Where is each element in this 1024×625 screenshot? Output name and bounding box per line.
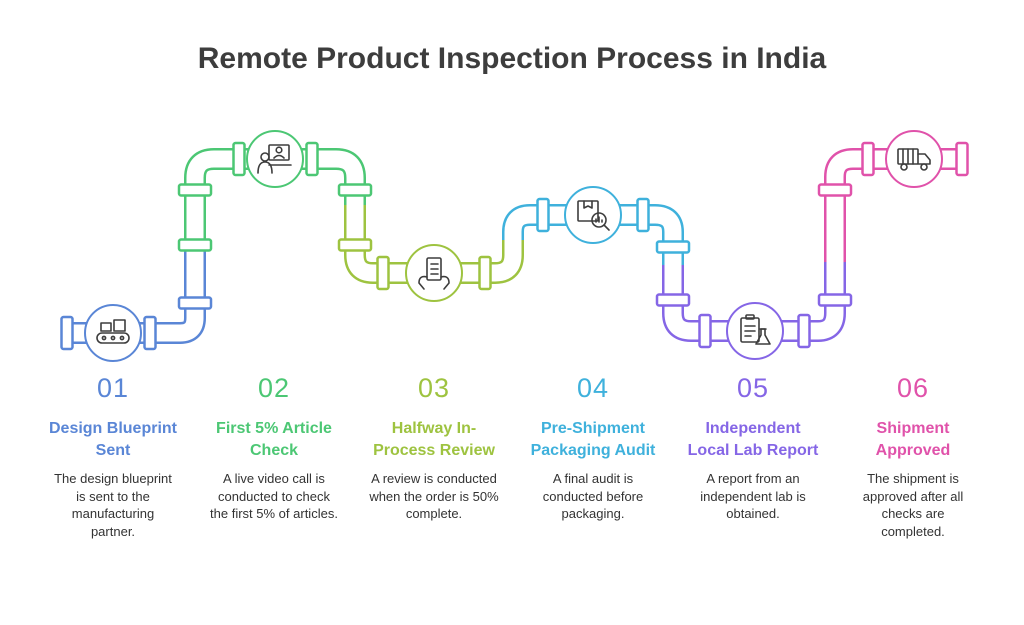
step-4-icon-badge	[564, 186, 622, 244]
step-1: 01 Design Blueprint Sent The design blue…	[38, 370, 188, 540]
step-6-description: The shipment is approved after all check…	[862, 471, 964, 539]
video-call-icon	[257, 144, 292, 174]
pipe-collar-8	[337, 183, 373, 197]
pipe-collar-5	[177, 183, 213, 197]
delivery-truck-icon	[897, 148, 931, 171]
pipe-collar-4	[177, 238, 213, 252]
pipe-collars	[60, 141, 969, 351]
step-1-heading: Design Blueprint Sent	[48, 420, 177, 459]
pipe-collar-3	[177, 296, 213, 310]
step-6-heading: Shipment Approved	[875, 420, 951, 459]
pipeline-diagram	[60, 130, 969, 362]
step-5-description: A report from an independent lab is obta…	[700, 471, 806, 521]
pipe-segment-1-inner	[70, 250, 204, 342]
step-2-description: A live video call is conducted to check …	[210, 471, 338, 521]
step-6-icon-badge	[885, 130, 943, 188]
page-title: Remote Product Inspection Process in Ind…	[197, 42, 827, 75]
step-3-heading: Halfway In-Process Review	[373, 420, 495, 459]
step-3-icon-circle	[405, 244, 463, 302]
pipe-collar-20	[861, 141, 875, 177]
pipe-collar-2	[143, 315, 157, 351]
step-1-number: 01	[96, 373, 130, 403]
step-3-number: 03	[417, 373, 451, 403]
pipe-collar-13	[636, 197, 650, 233]
package-inspection-icon	[577, 200, 610, 231]
pipe-collar-1	[60, 315, 74, 351]
step-6: 06 Shipment Approved The shipment is app…	[838, 370, 988, 540]
pipe-collar-17	[797, 313, 811, 349]
handheld-checklist-icon	[418, 257, 450, 290]
step-2-icon-circle	[246, 130, 304, 188]
pipe-collar-11	[478, 255, 492, 291]
pipe-collar-10	[376, 255, 390, 291]
step-2-number: 02	[257, 373, 291, 403]
pipe-collar-15	[655, 293, 691, 307]
step-5: 05 Independent Local Lab Report A report…	[678, 370, 828, 523]
step-6-number: 06	[896, 373, 930, 403]
step-4-heading: Pre-Shipment Packaging Audit	[530, 420, 656, 459]
pipe-collar-12	[536, 197, 550, 233]
pipe-collar-19	[817, 183, 853, 197]
pipe-collar-9	[337, 238, 373, 252]
step-6-icon-circle	[885, 130, 943, 188]
pipe-collar-6	[232, 141, 246, 177]
pipe-collar-14	[655, 240, 691, 254]
step-1-description: The design blueprint is sent to the manu…	[54, 471, 172, 539]
step-4-icon-circle	[564, 186, 622, 244]
pipe-collar-7	[305, 141, 319, 177]
step-2-icon-badge	[246, 130, 304, 188]
step-1-icon-badge	[84, 304, 142, 362]
step-5-number: 05	[736, 373, 770, 403]
pipe-segment-6-inner	[826, 150, 962, 262]
pipe-collar-16	[698, 313, 712, 349]
step-3: 03 Halfway In-Process Review A review is…	[359, 370, 509, 523]
step-2: 02 First 5% Article Check A live video c…	[199, 370, 349, 523]
pipe-collar-21	[955, 141, 969, 177]
step-4-description: A final audit is conducted before packag…	[542, 471, 644, 521]
step-4-number: 04	[576, 373, 610, 403]
step-5-heading: Independent Local Lab Report	[687, 420, 819, 459]
step-5-icon-badge	[726, 302, 784, 360]
step-4: 04 Pre-Shipment Packaging Audit A final …	[518, 370, 668, 523]
step-3-description: A review is conducted when the order is …	[369, 471, 499, 521]
step-2-heading: First 5% Article Check	[216, 420, 332, 459]
conveyor-belt-icon	[96, 319, 130, 344]
pipe-collar-18	[817, 293, 853, 307]
lab-report-icon	[740, 314, 771, 345]
step-3-icon-badge	[405, 244, 463, 302]
